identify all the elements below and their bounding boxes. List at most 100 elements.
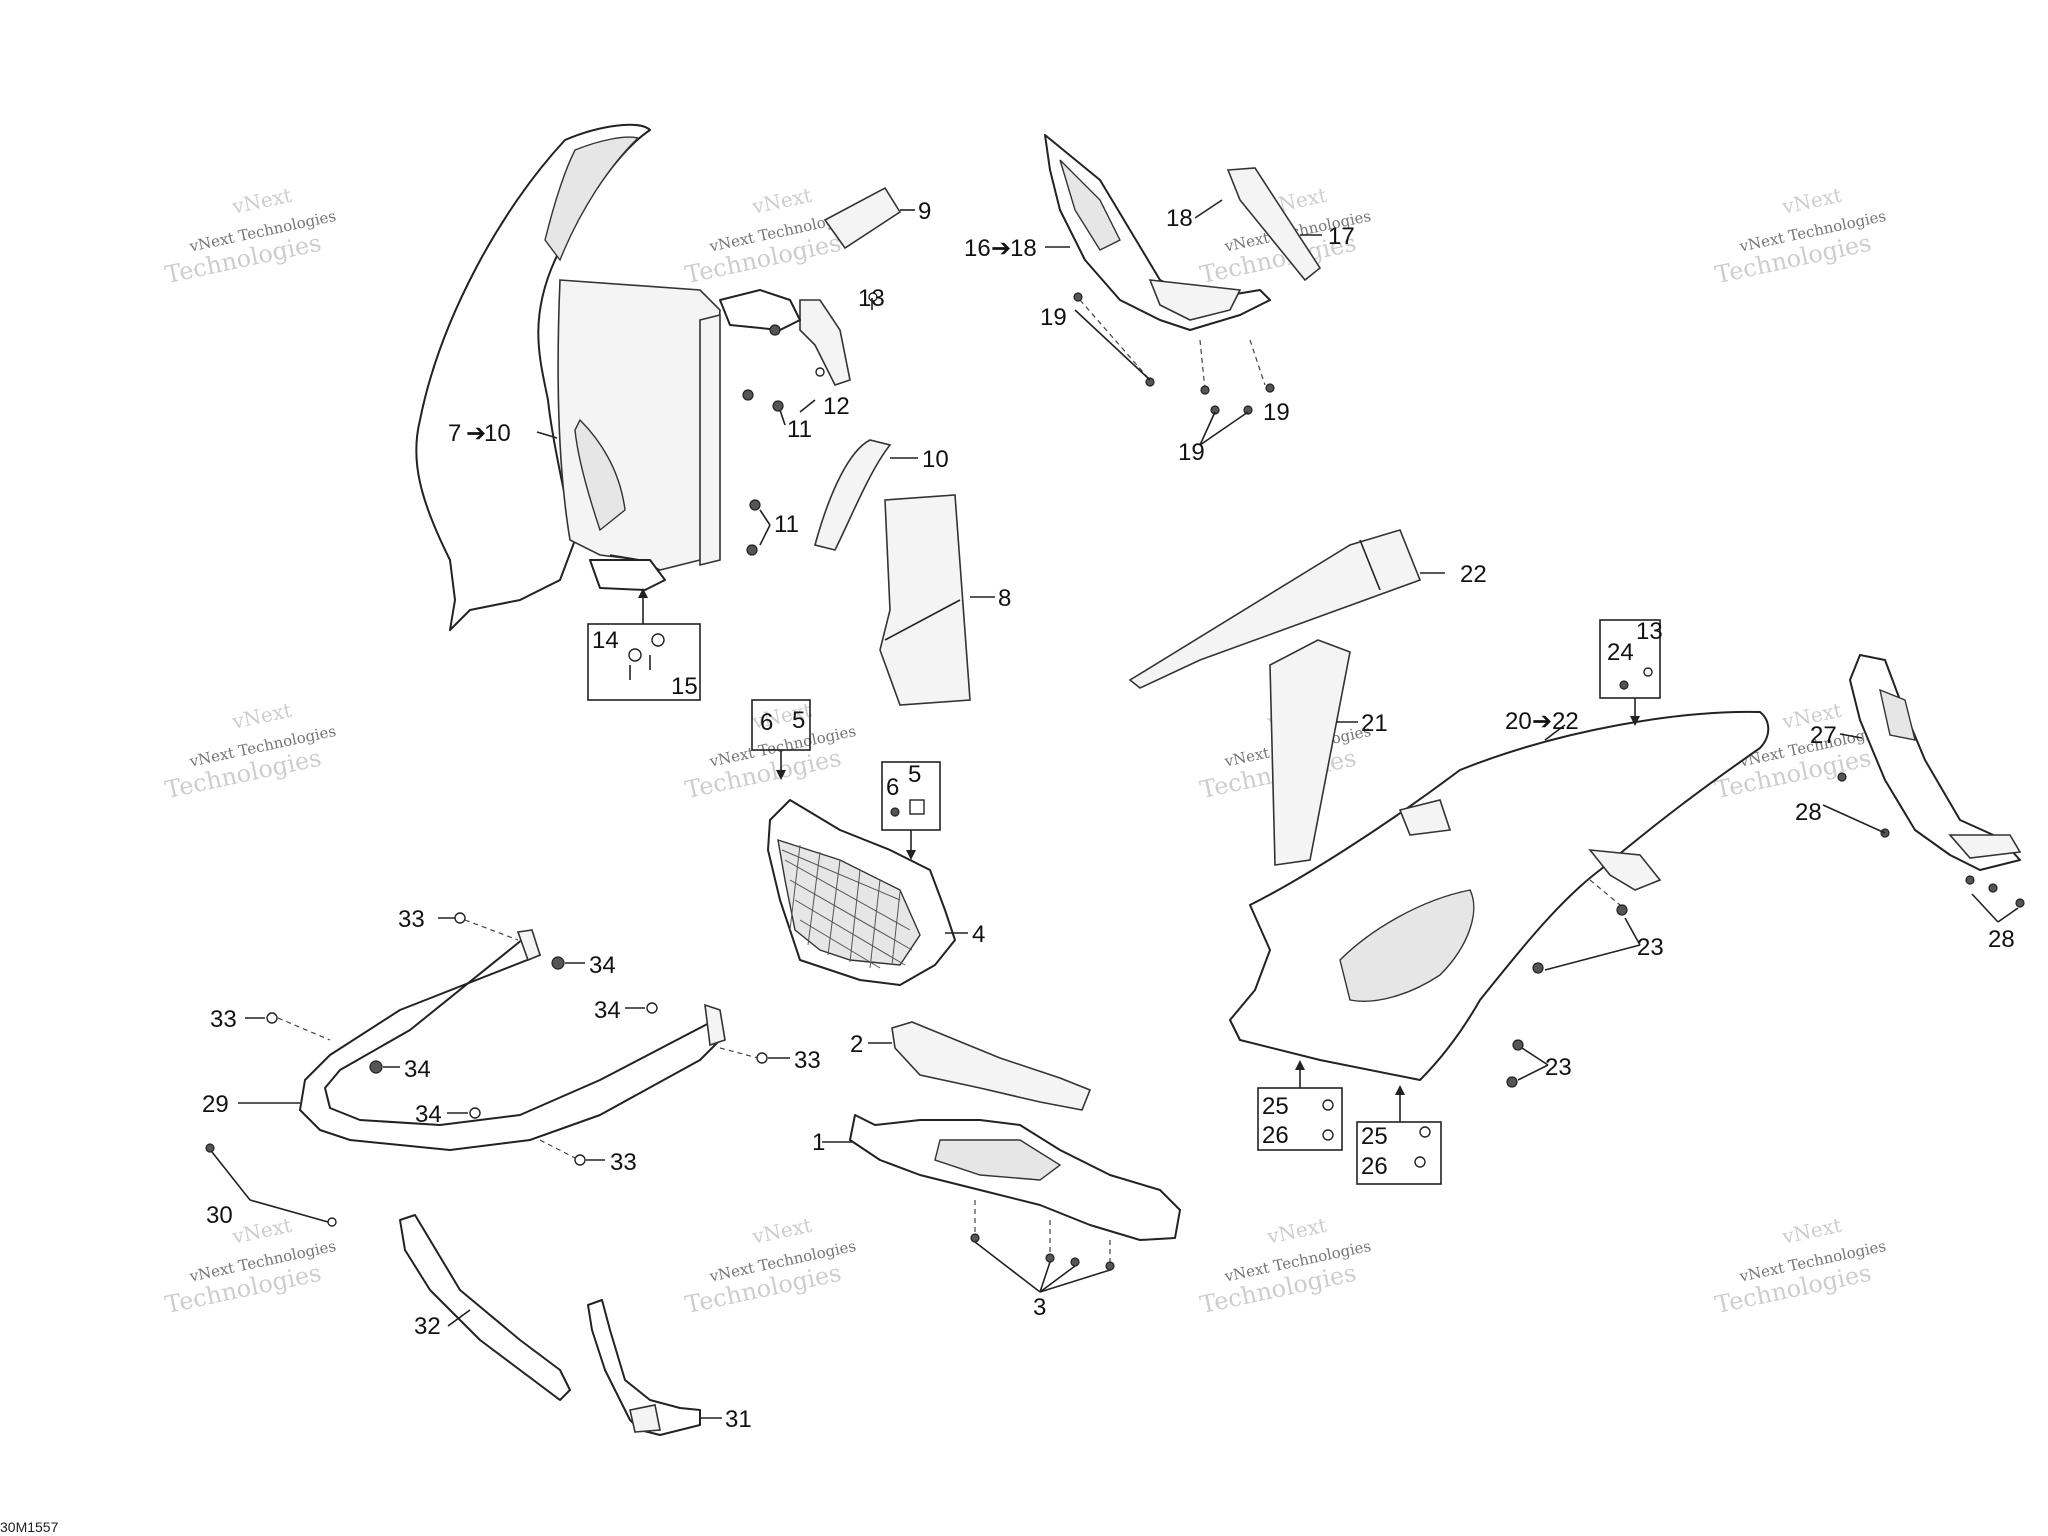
callout-23a: 23 (1637, 934, 1664, 961)
callout-34b: 34 (404, 1056, 431, 1083)
screw-icon (2015, 898, 2025, 908)
callout-17: 17 (1328, 223, 1355, 250)
callout-25b: 25 (1361, 1123, 1388, 1150)
arrowhead-icon (1295, 1060, 1305, 1070)
callout-14: 14 (592, 627, 619, 654)
clip-icon (651, 633, 665, 647)
clip-icon (1419, 1126, 1431, 1138)
callout-7-arrow: ➔ (466, 420, 486, 447)
callout-19c: 19 (1178, 439, 1205, 466)
callout-11a: 11 (787, 416, 812, 443)
watermark-10: vNext vNext Technologies Technologies (682, 1213, 857, 1319)
callout-26a: 26 (1262, 1122, 1289, 1149)
watermark-line1: vNext (229, 1213, 294, 1249)
part-29-bumper (299, 929, 726, 1151)
arrowhead-icon (1630, 716, 1640, 726)
watermark-line1: vNext (749, 1213, 814, 1249)
screw-icon (1506, 1076, 1518, 1088)
callout-34a: 34 (589, 952, 616, 979)
screw-icon (1200, 385, 1210, 395)
callout-33c: 33 (794, 1047, 821, 1074)
callout-9: 9 (918, 198, 931, 225)
callout-26b: 26 (1361, 1153, 1388, 1180)
clip-icon (909, 799, 925, 815)
arrowhead-icon (906, 850, 916, 860)
screw-icon (970, 1233, 980, 1243)
screw-icon (1105, 1261, 1115, 1271)
callout-33d: 33 (610, 1149, 637, 1176)
arrowhead-icon (638, 588, 648, 598)
callout-22: 22 (1460, 561, 1487, 588)
callout-19b: 19 (1263, 399, 1290, 426)
callout-5-top: 5 (792, 707, 805, 734)
rivet-icon (1414, 1156, 1426, 1168)
bolt-icon (574, 1154, 586, 1166)
leader-12 (799, 399, 816, 413)
callout-2: 2 (850, 1031, 863, 1058)
screw-icon (1073, 292, 1083, 302)
part-8-panel (879, 494, 971, 706)
callout-4: 4 (972, 921, 985, 948)
bolt-icon (454, 912, 466, 924)
leader-27 (1839, 733, 1863, 739)
callout-6-top: 6 (760, 709, 773, 736)
callout-34c: 34 (594, 997, 621, 1024)
callout-16: 16 (964, 235, 991, 262)
callout-28a: 28 (1795, 799, 1822, 826)
screw-icon (1965, 875, 1975, 885)
callout-10: 10 (922, 446, 949, 473)
part-left-side-panel (415, 123, 878, 631)
callout-30: 30 (206, 1202, 233, 1229)
callout-29: 29 (202, 1091, 229, 1118)
part-2-strip (891, 1021, 1092, 1111)
washer-icon (469, 1107, 481, 1119)
arrowhead-icon (1395, 1085, 1405, 1095)
callout-27: 27 (1810, 722, 1837, 749)
watermark-line1: vNext (1779, 1213, 1844, 1249)
bolt-icon (756, 1052, 768, 1064)
rivet-icon (205, 1143, 215, 1153)
clip-icon (1322, 1099, 1334, 1111)
callout-18b: 18 (1010, 235, 1037, 262)
callout-13a: 13 (858, 285, 885, 312)
leader-20-22 (1544, 724, 1566, 741)
part-20-right-side-panel (1229, 710, 1770, 1081)
watermark-line1: vNext (749, 183, 814, 219)
leader-11b (759, 509, 771, 526)
watermark-line1: vNext (1779, 183, 1844, 219)
washer-icon (1643, 667, 1653, 677)
box-14-15 (587, 623, 701, 701)
callout-11b: 11 (774, 511, 799, 538)
callout-16-arrow: ➔ (991, 235, 1011, 262)
watermark-4: vNext vNext Technologies Technologies (1712, 183, 1887, 289)
callout-labels: 1 2 3 4 5 5 6 6 7 ➔ 8 9 10 10 11 11 12 1… (202, 198, 2015, 1433)
watermark-11: vNext vNext Technologies Technologies (1197, 1213, 1372, 1319)
clip-icon (628, 648, 642, 662)
callout-6-side: 6 (886, 774, 899, 801)
callout-19a: 19 (1040, 304, 1067, 331)
nut-icon (551, 956, 565, 970)
part-1-underbody (849, 1114, 1181, 1241)
callout-8: 8 (998, 585, 1011, 612)
callout-23b: 23 (1545, 1054, 1572, 1081)
part-16-18-panel (1044, 134, 1271, 331)
screw-icon (1988, 883, 1998, 893)
callout-20-arrow: ➔ (1532, 708, 1552, 735)
part-31-bracket (587, 1299, 701, 1436)
callout-7: 7 (448, 420, 461, 447)
callout-32: 32 (414, 1313, 441, 1340)
watermark-6: vNext vNext Technologies Technologies (682, 698, 857, 804)
watermark-12: vNext vNext Technologies Technologies (1712, 1213, 1887, 1319)
reference-code: 30M1557 (0, 1519, 59, 1535)
callout-31: 31 (725, 1406, 752, 1433)
callout-13b: 13 (1636, 618, 1663, 645)
callout-20: 20 (1505, 708, 1532, 735)
watermark-1: vNext vNext Technologies Technologies (162, 183, 337, 289)
rivet-icon (327, 1217, 337, 1227)
rivet-icon (1322, 1129, 1334, 1141)
screw-icon (1145, 377, 1155, 387)
part-27-bracket (1849, 654, 2022, 871)
callout-25a: 25 (1262, 1093, 1289, 1120)
part-9-strip (823, 186, 902, 250)
